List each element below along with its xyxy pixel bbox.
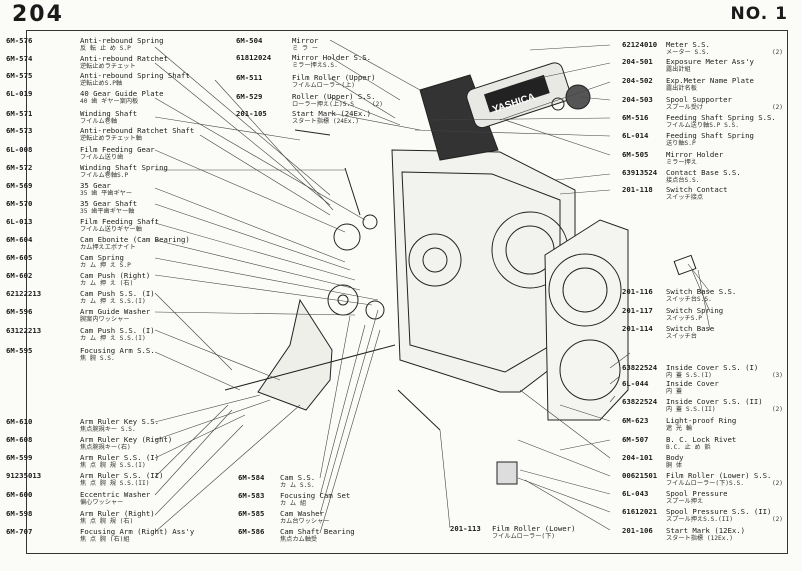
spool-supporter: [565, 84, 591, 110]
cam-bearing: [365, 300, 385, 320]
body-gear-hub: [408, 233, 462, 287]
page-number: 204: [12, 2, 64, 27]
inside-cover: [544, 219, 629, 421]
35-gear: [327, 284, 359, 316]
mirror-plate: [419, 74, 499, 161]
winding-shaft: [224, 344, 396, 391]
40-gear-plate: [362, 214, 378, 230]
film-feeding-gear: [333, 223, 361, 251]
focusing-arm: [257, 298, 333, 411]
spool-pressure: [496, 461, 518, 485]
sheet-number: NO. 1: [730, 4, 788, 24]
switch-contact: [673, 254, 697, 276]
exposure-meter: [466, 62, 571, 129]
film-roller-lower: [397, 389, 441, 431]
diagram-frame: [26, 30, 788, 554]
